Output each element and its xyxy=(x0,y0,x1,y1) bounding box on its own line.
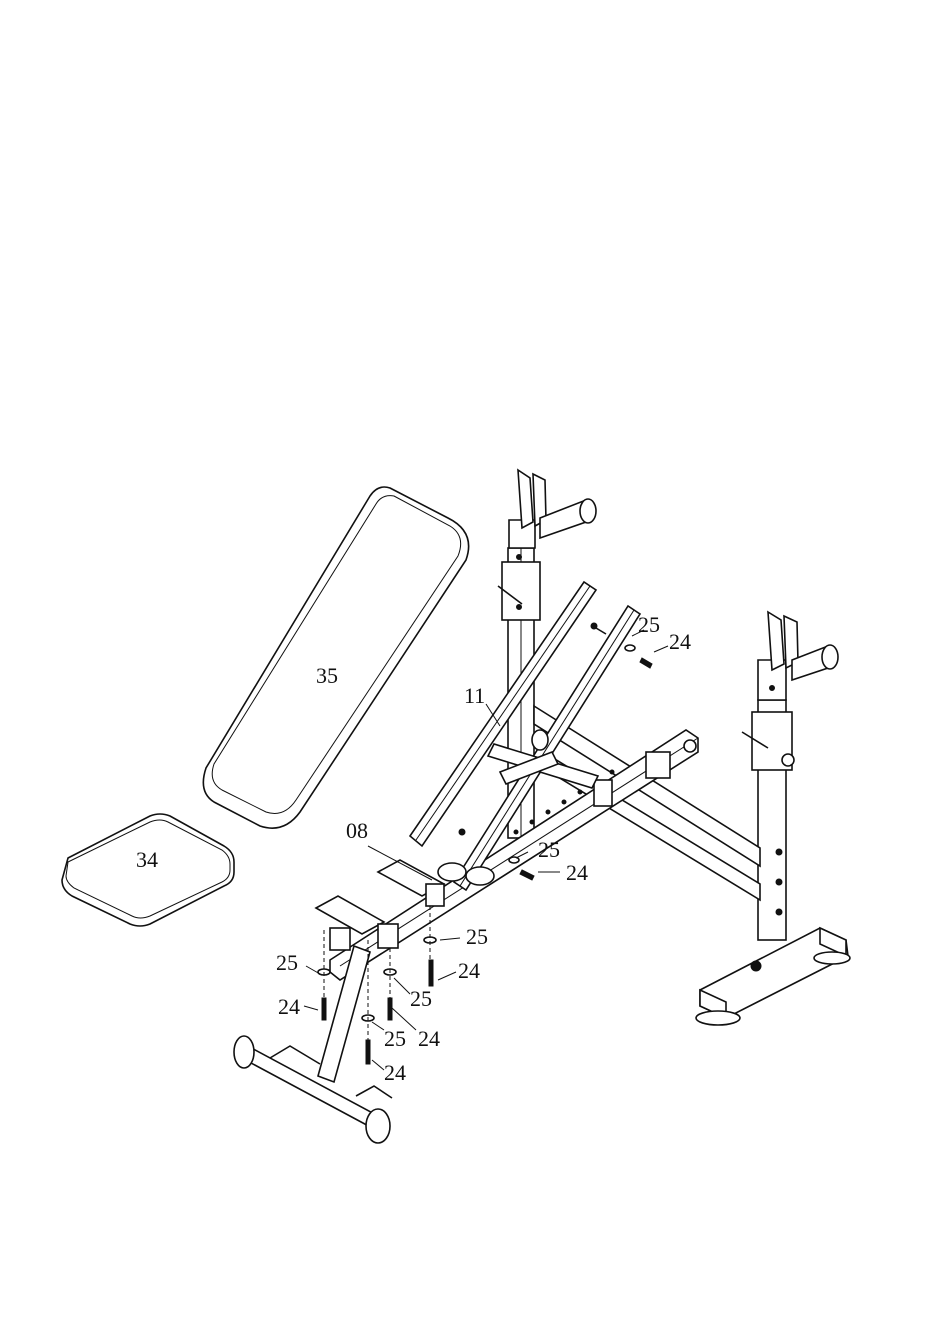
label-back-pad: 35 xyxy=(316,663,338,688)
label-washer-top-right: 25 xyxy=(638,612,660,637)
label-seat-pad: 34 xyxy=(136,847,158,872)
back-pad xyxy=(203,487,468,828)
label-washer-center-low: 25 xyxy=(384,1026,406,1051)
label-washer-left: 25 xyxy=(276,950,298,975)
label-bolt-left: 24 xyxy=(278,994,300,1019)
label-seat-bracket: 08 xyxy=(346,818,368,843)
label-bolt-lower-right: 24 xyxy=(458,958,480,983)
label-bolt-center-low: 24 xyxy=(418,1026,440,1051)
label-washer-lower-right: 25 xyxy=(466,924,488,949)
label-washer-center: 25 xyxy=(410,986,432,1011)
label-bolt-mid-right: 24 xyxy=(566,860,588,885)
label-bolt-bottom: 24 xyxy=(384,1060,406,1085)
right-upright xyxy=(696,612,850,1025)
label-backrest-frame: 11 xyxy=(464,683,485,708)
label-washer-mid-right: 25 xyxy=(538,837,560,862)
label-bolt-top-right: 24 xyxy=(669,629,691,654)
